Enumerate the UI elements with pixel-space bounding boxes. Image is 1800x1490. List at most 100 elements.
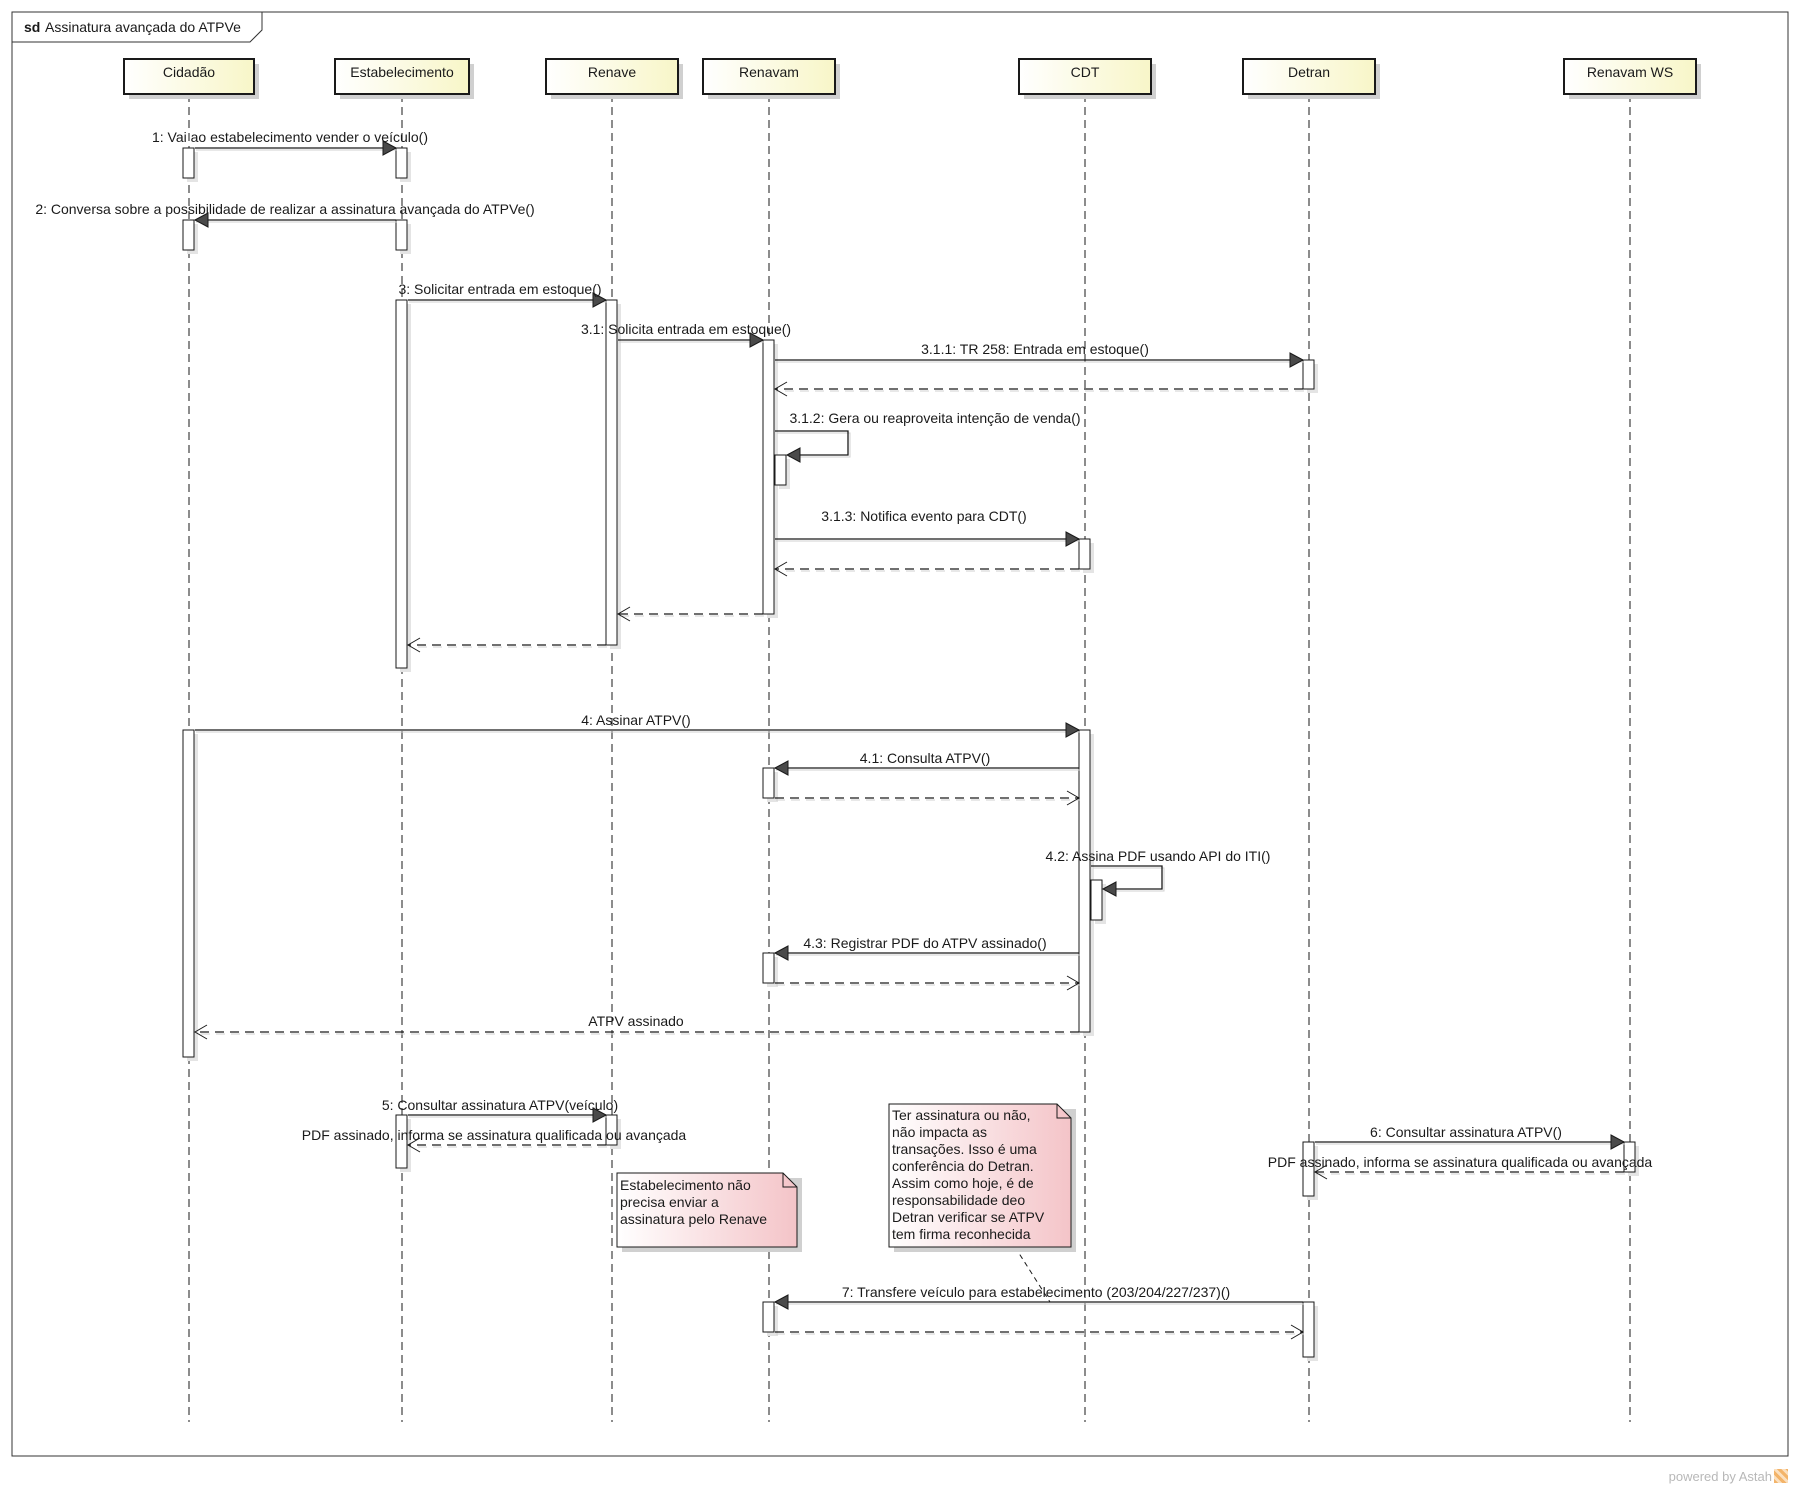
message-r43 bbox=[775, 975, 1080, 991]
message-r41 bbox=[775, 790, 1080, 806]
message-r5: PDF assinado, informa se assinatura qual… bbox=[302, 1127, 687, 1153]
activation-bar bbox=[762, 1301, 775, 1333]
message-m312: 3.1.2: Gera ou reaproveita intenção de v… bbox=[775, 410, 1081, 463]
activation-bar bbox=[395, 147, 408, 179]
message-m2: 2: Conversa sobre a possibilidade de rea… bbox=[35, 201, 535, 228]
arrow-head-filled bbox=[749, 332, 765, 348]
message-r313 bbox=[774, 561, 1080, 577]
arrow-head-open bbox=[194, 1024, 208, 1040]
note-line: Detran verificar se ATPV bbox=[892, 1209, 1045, 1225]
message-label: 2: Conversa sobre a possibilidade de rea… bbox=[35, 201, 534, 217]
note-line: transações. Isso é uma bbox=[892, 1141, 1037, 1157]
message-shadow bbox=[777, 432, 851, 458]
activation-bar bbox=[395, 1114, 408, 1169]
self-message-line bbox=[775, 430, 849, 456]
participant-label: Renavam bbox=[739, 64, 799, 80]
arrow-head-filled bbox=[1065, 531, 1081, 547]
message-label: 3.1.1: TR 258: Entrada em estoque() bbox=[921, 341, 1149, 357]
participant-renavam bbox=[702, 58, 836, 95]
participant-renavamws bbox=[1563, 58, 1697, 95]
message-label: ATPV assinado bbox=[588, 1013, 684, 1029]
message-label: 3.1.3: Notifica evento para CDT() bbox=[821, 508, 1026, 524]
activation-bar bbox=[1302, 359, 1315, 390]
arrow-head-filled bbox=[592, 1107, 608, 1123]
activation-bar bbox=[395, 299, 408, 669]
participant-cdt bbox=[1018, 58, 1152, 95]
participant-label: Renave bbox=[588, 64, 636, 80]
arrow-head-open bbox=[407, 1137, 421, 1153]
arrow-head-filled bbox=[773, 945, 789, 961]
message-m31: 3.1: Solicita entrada em estoque() bbox=[581, 321, 791, 348]
activation-bar bbox=[762, 339, 775, 615]
frame-title-tab bbox=[11, 11, 263, 43]
message-r6: PDF assinado, informa se assinatura qual… bbox=[1268, 1154, 1653, 1180]
message-label: 4.1: Consulta ATPV() bbox=[860, 750, 990, 766]
participant-label: Renavam WS bbox=[1587, 64, 1673, 80]
message-label: 3.1: Solicita entrada em estoque() bbox=[581, 321, 791, 337]
note-body bbox=[888, 1103, 1072, 1248]
note-line: Ter assinatura ou não, bbox=[892, 1107, 1031, 1123]
note-detran: Ter assinatura ou não,não impacta astran… bbox=[888, 1103, 1076, 1252]
message-r3 bbox=[407, 637, 607, 653]
message-m43: 4.3: Registrar PDF do ATPV assinado() bbox=[773, 935, 1080, 961]
note-line: Assim como hoje, é de bbox=[892, 1175, 1034, 1191]
arrow-head-filled bbox=[193, 212, 209, 228]
activation-bar bbox=[395, 219, 408, 251]
activation-bar bbox=[1090, 879, 1103, 921]
message-r311 bbox=[774, 381, 1304, 397]
note-fold bbox=[782, 1173, 797, 1188]
message-shadow bbox=[1093, 867, 1165, 892]
arrow-head-filled bbox=[1101, 881, 1117, 897]
message-m4: 4: Assinar ATPV() bbox=[195, 712, 1081, 738]
message-label: 4: Assinar ATPV() bbox=[581, 712, 690, 728]
activation-bar bbox=[1623, 1141, 1636, 1173]
arrow-head-filled bbox=[382, 140, 398, 156]
note-line: não impacta as bbox=[892, 1124, 987, 1140]
arrow-head-filled bbox=[1610, 1134, 1626, 1150]
message-r7 bbox=[775, 1324, 1304, 1340]
activations bbox=[182, 147, 1639, 1361]
activation-bar bbox=[762, 952, 775, 984]
note-line: conferência do Detran. bbox=[892, 1158, 1034, 1174]
arrow-head-open bbox=[407, 637, 421, 653]
activation-bar bbox=[605, 1114, 618, 1146]
frame-keyword: sd bbox=[24, 19, 40, 35]
message-label: 6: Consultar assinatura ATPV() bbox=[1370, 1124, 1562, 1140]
arrow-head-open bbox=[1066, 975, 1080, 991]
note-line: tem firma reconhecida bbox=[892, 1226, 1031, 1242]
note-line: assinatura pelo Renave bbox=[620, 1211, 767, 1227]
message-label: 3.1.2: Gera ou reaproveita intenção de v… bbox=[789, 410, 1080, 426]
arrow-head-filled bbox=[773, 1294, 789, 1310]
message-label: PDF assinado, informa se assinatura qual… bbox=[1268, 1154, 1653, 1170]
note-fold bbox=[1056, 1104, 1071, 1119]
activation-bar bbox=[605, 299, 618, 646]
message-m313: 3.1.3: Notifica evento para CDT() bbox=[775, 508, 1081, 547]
activation-bar bbox=[182, 729, 195, 1058]
participant-detran bbox=[1242, 58, 1376, 95]
note-anchor-line bbox=[1014, 1246, 1051, 1303]
watermark-text: powered by Astah bbox=[1668, 1469, 1772, 1484]
activation-bar bbox=[1078, 538, 1091, 570]
message-label: 7: Transfere veículo para estabeleciment… bbox=[842, 1284, 1230, 1300]
arrow-head-open bbox=[1314, 1164, 1328, 1180]
activation-bar bbox=[762, 767, 775, 799]
message-label: 5: Consultar assinatura ATPV(veículo) bbox=[382, 1097, 618, 1113]
participant-renave bbox=[545, 58, 679, 95]
astah-logo-icon bbox=[1774, 1469, 1788, 1483]
message-m5: 5: Consultar assinatura ATPV(veículo) bbox=[382, 1097, 618, 1123]
note-body bbox=[616, 1172, 798, 1248]
note-line: responsabilidade deo bbox=[892, 1192, 1025, 1208]
arrow-head-open bbox=[774, 561, 788, 577]
arrow-head-filled bbox=[1289, 352, 1305, 368]
activation-bar bbox=[774, 454, 787, 486]
activation-bar bbox=[182, 219, 195, 251]
frame: sd Assinatura avançada do ATPVe bbox=[11, 11, 1789, 1457]
self-message-line bbox=[1091, 865, 1163, 890]
participant-label: Estabelecimento bbox=[350, 64, 454, 80]
arrow-head-filled bbox=[773, 760, 789, 776]
message-m311: 3.1.1: TR 258: Entrada em estoque() bbox=[775, 341, 1305, 368]
message-label: PDF assinado, informa se assinatura qual… bbox=[302, 1127, 687, 1143]
